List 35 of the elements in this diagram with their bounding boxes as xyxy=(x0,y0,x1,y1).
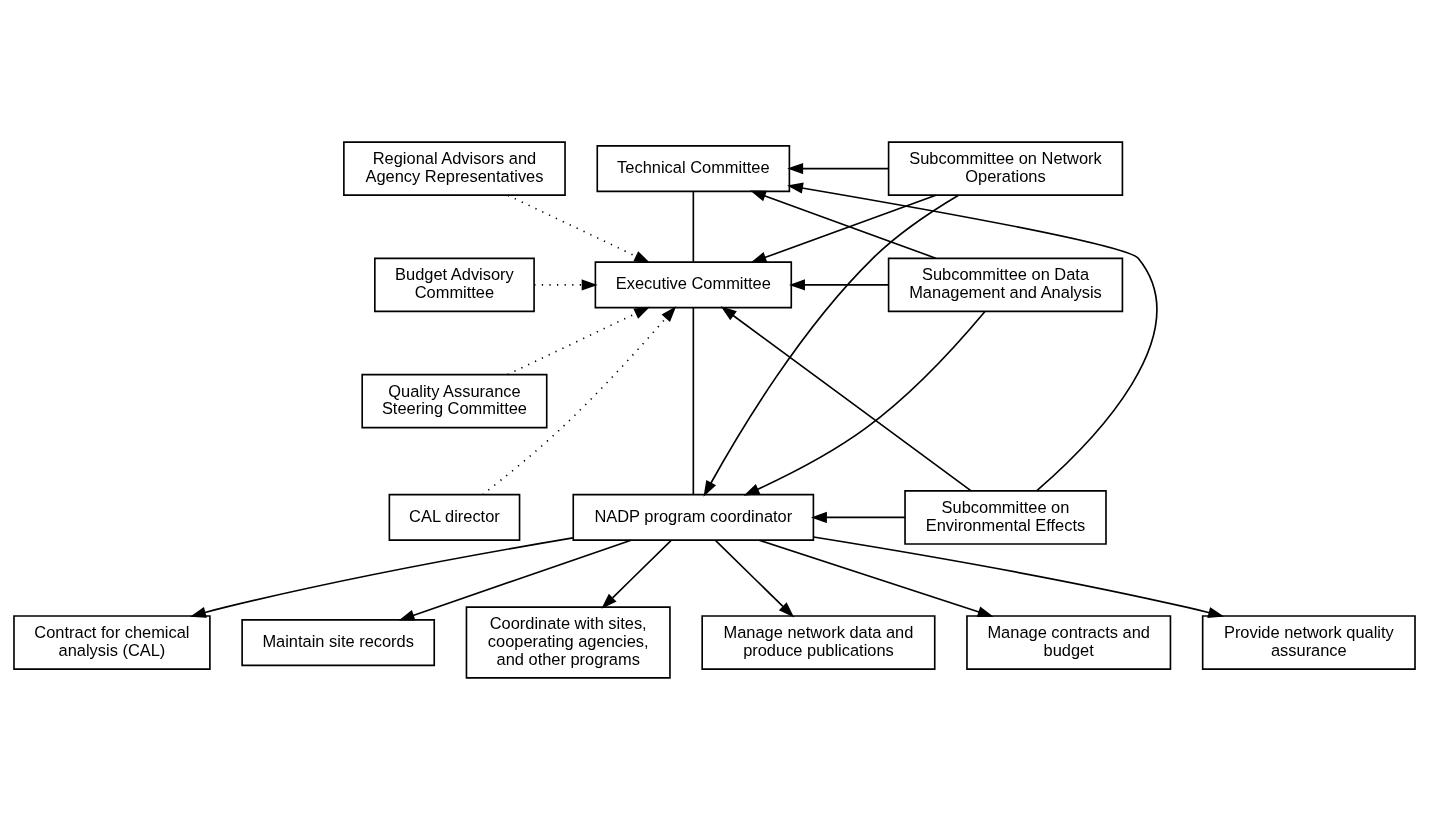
node-box: Maintain site records xyxy=(241,619,436,667)
node-box: Executive Committee xyxy=(594,261,793,309)
node-box: Technical Committee xyxy=(596,145,791,193)
node-box: Manage contracts and budget xyxy=(966,615,1172,670)
arrow xyxy=(812,536,1225,618)
node-box: Provide network quality assurance xyxy=(1201,615,1416,670)
arrow xyxy=(789,279,890,291)
connector xyxy=(692,190,695,263)
node-box: CAL director xyxy=(388,493,521,541)
node-box: Coordinate with sites, cooperating agencies, and other programs xyxy=(465,606,671,679)
arrow xyxy=(481,306,677,496)
node-box: Subcommittee on Data Management and Analysis xyxy=(887,257,1124,313)
arrow xyxy=(601,539,672,609)
arrow xyxy=(506,306,651,376)
node-box: NADP program coordinator xyxy=(572,493,815,541)
node-box: Subcommittee on Network Operations xyxy=(887,141,1124,196)
connector xyxy=(692,306,695,496)
arrow xyxy=(703,194,959,497)
arrow xyxy=(810,511,906,523)
arrow xyxy=(743,310,986,496)
arrow xyxy=(714,539,795,618)
arrow xyxy=(507,194,651,264)
arrow xyxy=(190,537,574,618)
node-box: Subcommittee on Environmental Effects xyxy=(904,490,1107,545)
node-box: Budget Advisory Committee xyxy=(374,257,535,313)
node-box: Manage network data and produce publications xyxy=(701,615,936,670)
node-box: Contract for chemical analysis (CAL) xyxy=(13,615,211,670)
node-box: Quality Assurance Steering Committee xyxy=(361,373,548,429)
arrow xyxy=(758,539,994,618)
arrow xyxy=(398,539,632,621)
arrow xyxy=(533,279,598,291)
node-box: Regional Advisors and Agency Representatives xyxy=(343,141,566,196)
arrow xyxy=(720,306,972,492)
arrow xyxy=(787,182,1158,492)
arrow xyxy=(787,163,890,175)
